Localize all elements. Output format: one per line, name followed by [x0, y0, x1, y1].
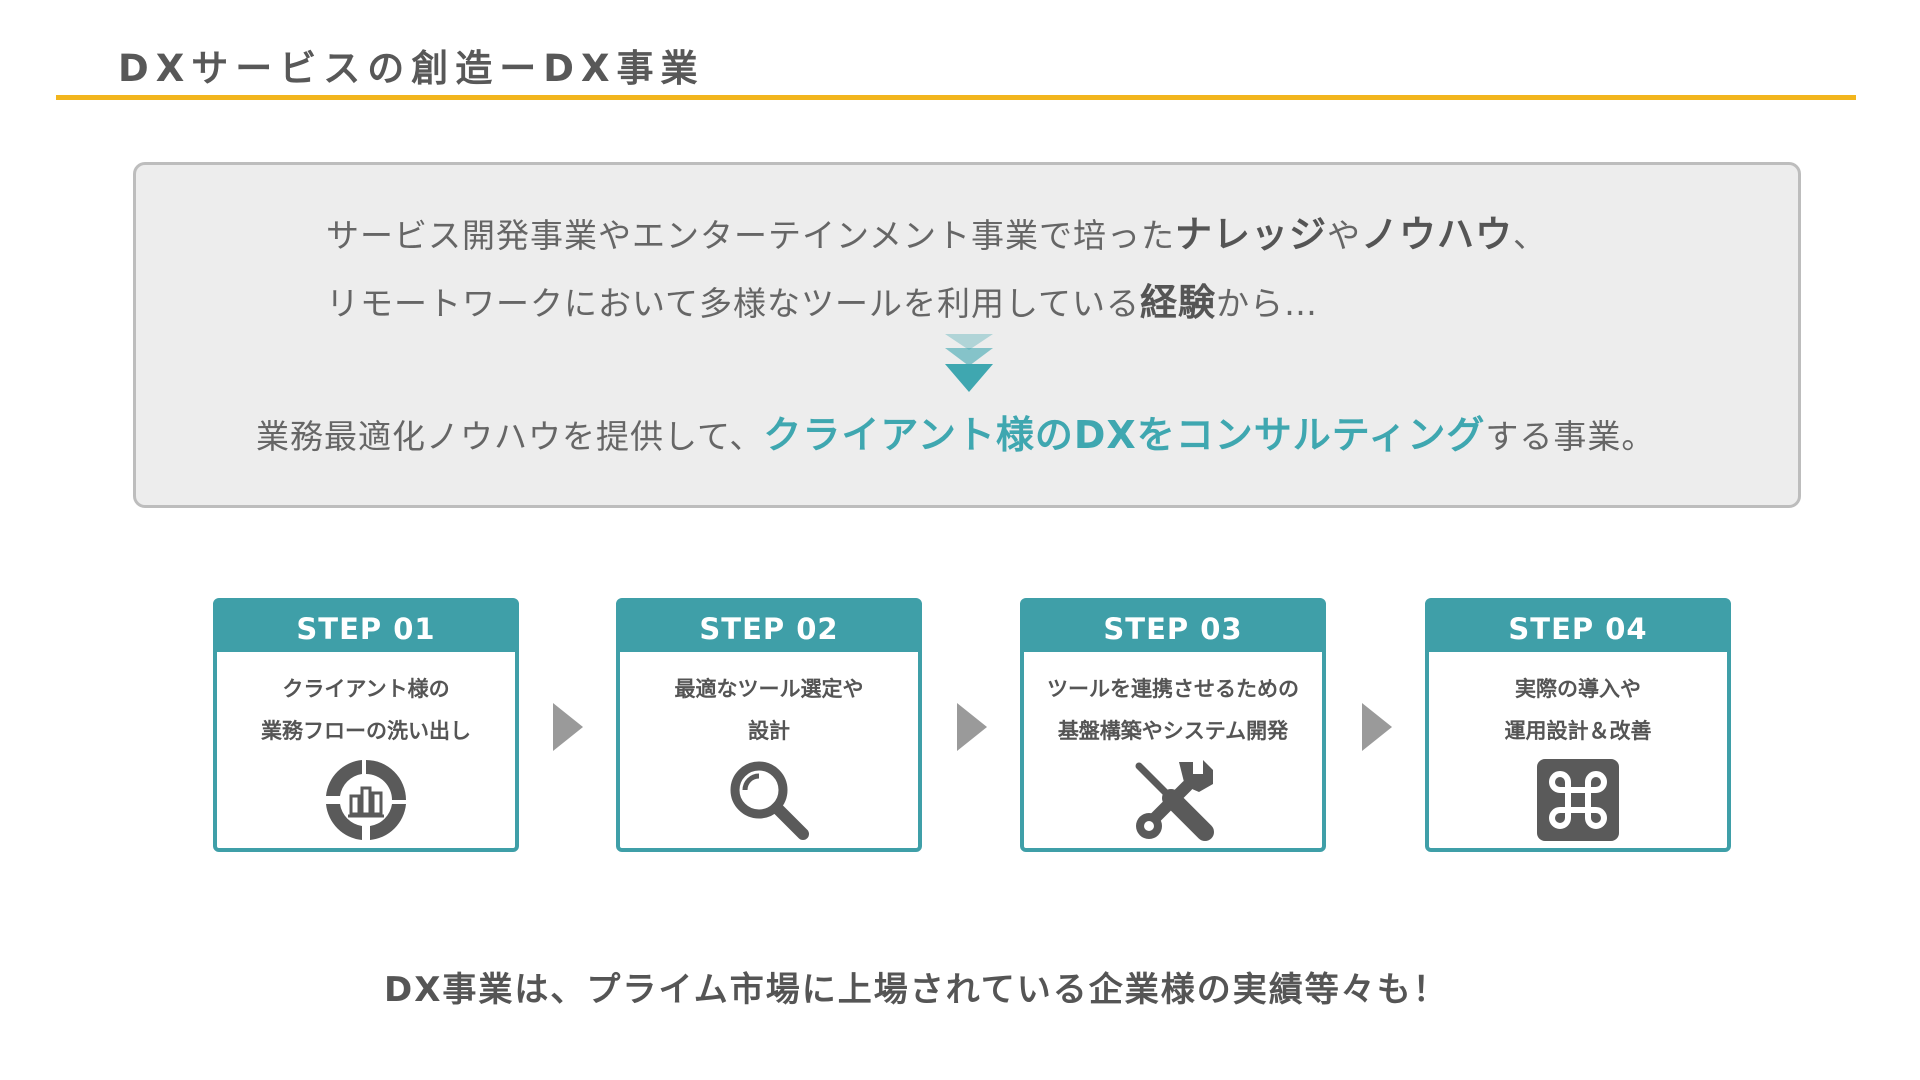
- title-divider: [56, 95, 1856, 100]
- intro-panel: [133, 162, 1801, 508]
- intro-line-1-end: 、: [1513, 216, 1548, 255]
- step-description-line: ツールを連携させるための: [1047, 677, 1299, 701]
- step-description-line: 業務フローの洗い出し: [261, 719, 471, 743]
- step-card-04: STEP 04 実際の導入や 運用設計＆改善: [1425, 598, 1731, 852]
- footer-note: DX事業は、プライム市場に上場されている企業様の実績等々も！: [384, 970, 1449, 1010]
- step-label: STEP 02: [620, 602, 918, 652]
- intro-line-2-end: から…: [1216, 284, 1319, 323]
- intro-line-1: サービス開発事業やエンターテインメント事業で培ったナレッジやノウハウ、: [326, 204, 1547, 258]
- triple-down-arrow-icon: [945, 334, 993, 392]
- step-description-line: 運用設計＆改善: [1504, 719, 1652, 743]
- intro-summary-lead: 業務最適化ノウハウを提供して、: [256, 417, 764, 456]
- step-label: STEP 03: [1024, 602, 1322, 652]
- step-description-line: 最適なツール選定や: [674, 677, 864, 701]
- command-key-icon: [1537, 759, 1619, 841]
- intro-line-2: リモートワークにおいて多様なツールを利用している経験から…: [326, 272, 1318, 326]
- intro-keyword-experience: 経験: [1140, 281, 1217, 324]
- next-step-arrow-icon: [553, 703, 583, 751]
- next-step-arrow-icon: [1362, 703, 1392, 751]
- intro-line-1-text: サービス開発事業やエンターテインメント事業で培った: [326, 216, 1176, 255]
- step-description-line: 実際の導入や: [1515, 677, 1641, 701]
- intro-summary-highlight: クライアント様のDXをコンサルティング: [763, 413, 1486, 457]
- step-card-01: STEP 01 クライアント様の 業務フローの洗い出し: [213, 598, 519, 852]
- screwdriver-wrench-icon: [1135, 760, 1214, 841]
- step-label: STEP 04: [1429, 602, 1727, 652]
- chart-analysis-icon: [326, 760, 406, 840]
- intro-line-2-text: リモートワークにおいて多様なツールを利用している: [326, 284, 1141, 323]
- intro-line-1-connector: や: [1327, 216, 1362, 255]
- step-description: 実際の導入や 運用設計＆改善: [1429, 668, 1727, 752]
- step-description: クライアント様の 業務フローの洗い出し: [217, 668, 515, 752]
- step-card-03: STEP 03 ツールを連携させるための 基盤構築やシステム開発: [1020, 598, 1326, 852]
- step-card-02: STEP 02 最適なツール選定や 設計: [616, 598, 922, 852]
- intro-keyword-knowhow: ノウハウ: [1361, 213, 1514, 256]
- intro-summary-end: する事業。: [1485, 417, 1656, 456]
- intro-keyword-knowledge: ナレッジ: [1175, 213, 1328, 256]
- magnifier-icon: [730, 761, 809, 840]
- step-description-line: クライアント様の: [282, 677, 450, 701]
- step-description-line: 設計: [748, 719, 790, 743]
- step-description: 最適なツール選定や 設計: [620, 668, 918, 752]
- page-title: DXサービスの創造ーDX事業: [118, 47, 705, 90]
- step-description: ツールを連携させるための 基盤構築やシステム開発: [1024, 668, 1322, 752]
- intro-summary: 業務最適化ノウハウを提供して、クライアント様のDXをコンサルティングする事業。: [256, 404, 1655, 459]
- step-description-line: 基盤構築やシステム開発: [1057, 719, 1289, 743]
- step-label: STEP 01: [217, 602, 515, 652]
- next-step-arrow-icon: [957, 703, 987, 751]
